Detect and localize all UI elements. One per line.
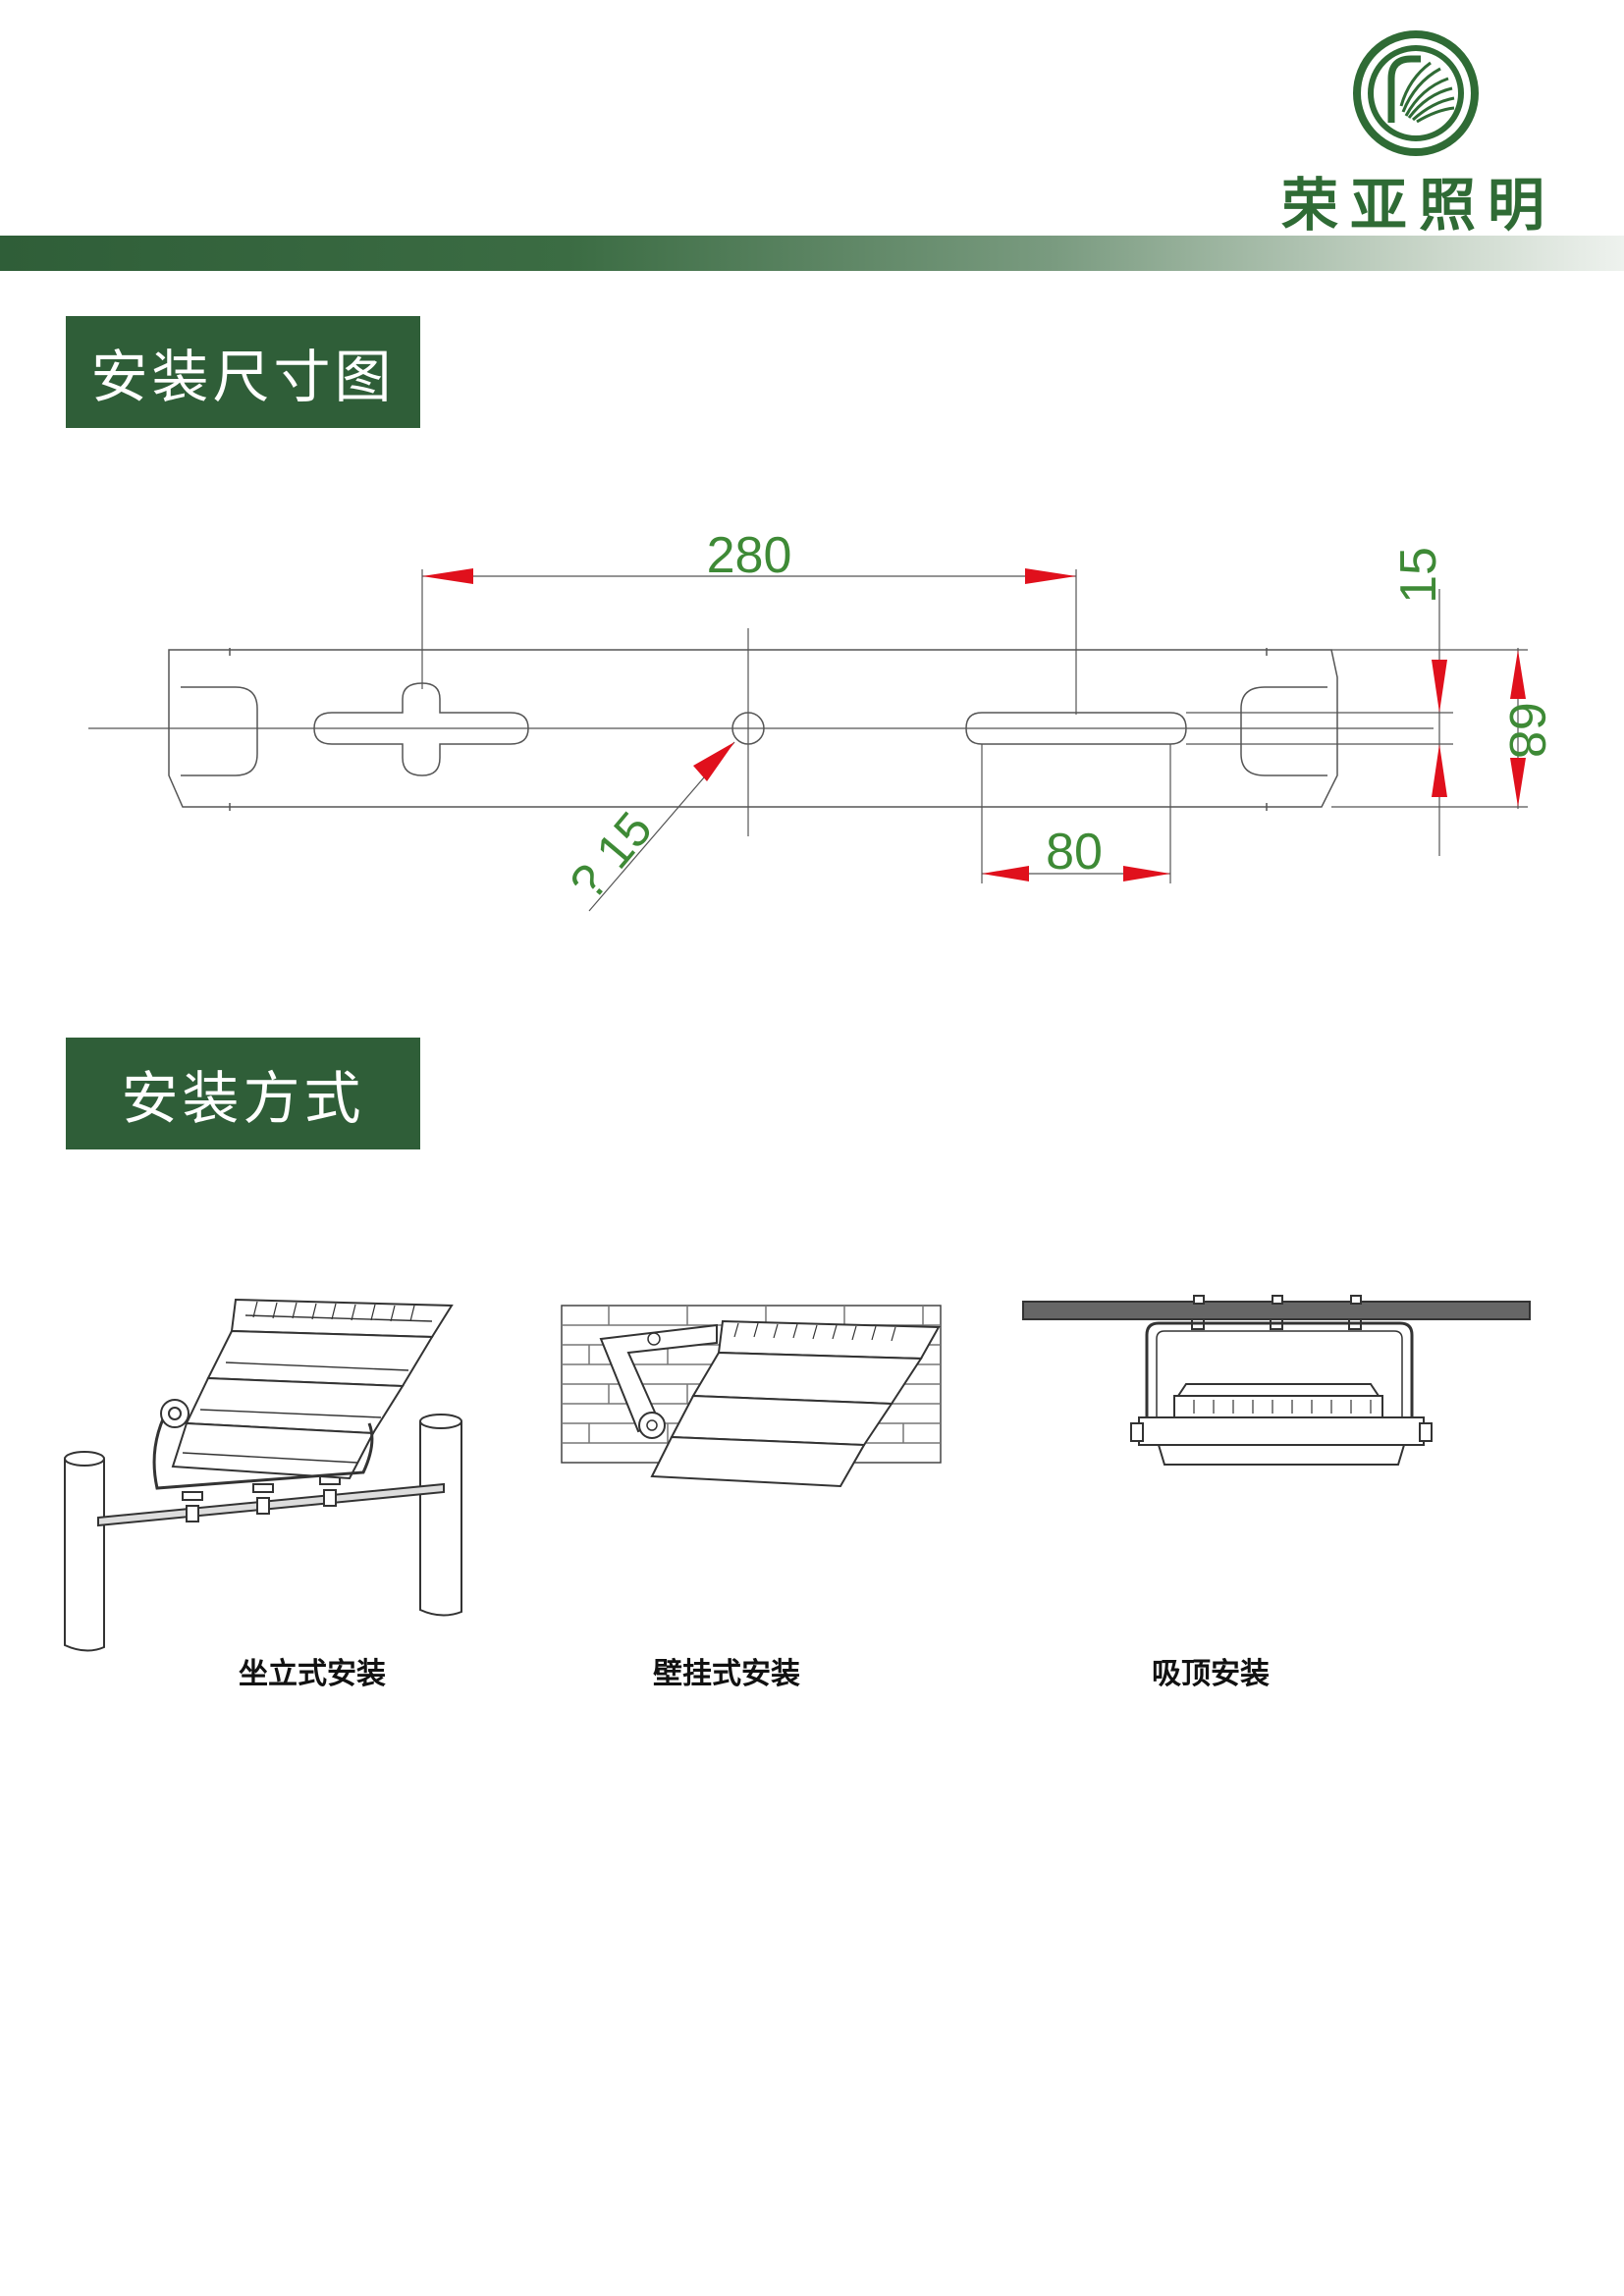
pole-mount-drawing	[64, 1298, 462, 1652]
left-end-slot	[181, 686, 258, 776]
brand-logo: 荣亚照明	[1276, 29, 1561, 239]
header-gradient-band	[0, 236, 1624, 271]
dimension-arrows	[422, 568, 1526, 881]
brand-name: 荣亚照明	[1280, 172, 1556, 239]
brand-logo-icon	[1353, 30, 1479, 156]
dim-68: 68	[1498, 702, 1555, 759]
ceiling-mount-drawing	[1022, 1295, 1531, 1466]
caption-ceiling-mount: 吸顶安装	[1152, 1657, 1270, 1691]
caption-wall-mount: 壁挂式安装	[653, 1657, 800, 1691]
right-end-slot	[1240, 686, 1327, 776]
dimension-drawing: 280 80 15 68 ? 15	[88, 527, 1555, 912]
dim-80: 80	[1046, 824, 1103, 881]
section-title-installation: 安装方式	[66, 1038, 420, 1149]
wall-mount-drawing	[561, 1305, 942, 1488]
caption-pole-mount: 坐立式安装	[239, 1657, 386, 1691]
cross-slot	[313, 682, 529, 776]
bracket-outline	[168, 649, 1338, 808]
dim-15: 15	[1390, 547, 1447, 604]
dim-280: 280	[707, 527, 792, 584]
section-title-dimensions: 安装尺寸图	[66, 316, 420, 428]
